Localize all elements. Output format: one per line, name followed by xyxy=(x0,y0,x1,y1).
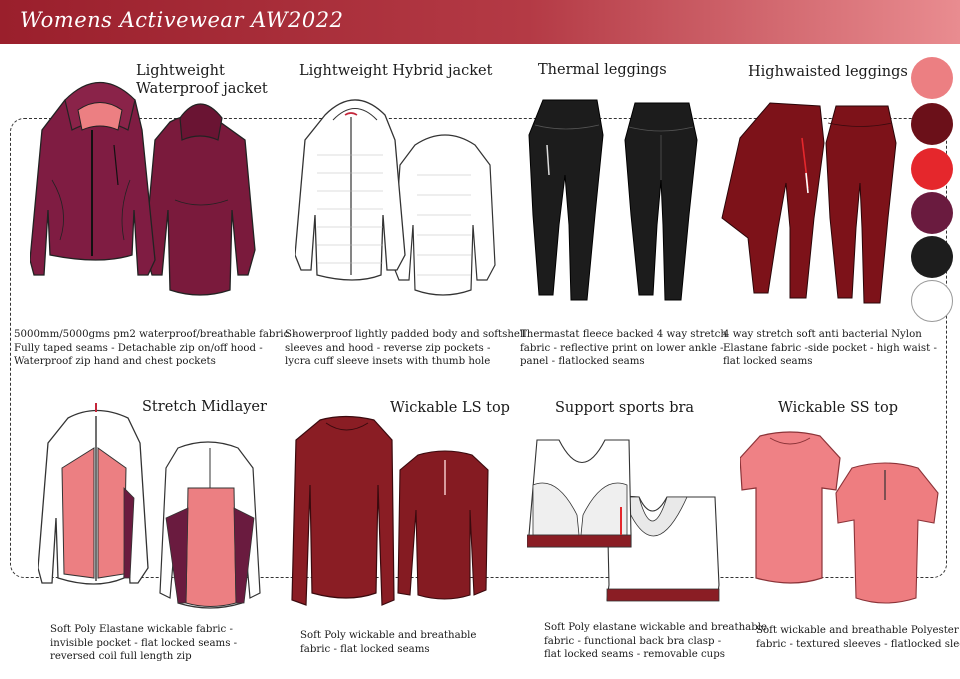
bra-front xyxy=(527,439,632,548)
waterproof-jacket-sketch xyxy=(30,60,270,320)
ss-back xyxy=(835,462,939,604)
title-wickable-ss-top: Wickable SS top xyxy=(778,400,899,416)
stretch-midlayer-sketch xyxy=(38,398,268,620)
swatch-burgundy xyxy=(911,103,953,145)
jacket-back xyxy=(144,103,256,296)
highwaisted-front xyxy=(721,102,825,299)
title-hybrid-jacket: Lightweight Hybrid jacket xyxy=(299,63,493,79)
bra-back xyxy=(606,494,720,602)
swatch-white xyxy=(911,280,953,322)
desc-waterproof-jacket: 5000mm/5000gms pm2 waterproof/breathable… xyxy=(14,329,296,367)
hybrid-jacket-sketch xyxy=(295,85,505,320)
jacket-front xyxy=(30,81,156,276)
wickable-ls-top-sketch xyxy=(290,415,490,620)
ls-back xyxy=(397,450,489,600)
page-header: Womens Activewear AW2022 xyxy=(0,0,960,44)
hybrid-front xyxy=(295,99,406,281)
title-highwaisted-leggings: Highwaisted leggings xyxy=(748,64,908,80)
highwaisted-leggings-sketch xyxy=(720,98,905,308)
ls-front xyxy=(291,415,395,606)
midlayer-front xyxy=(38,403,149,585)
highwaisted-back xyxy=(825,105,897,304)
page-title: Womens Activewear AW2022 xyxy=(20,8,344,32)
swatch-plum xyxy=(911,192,953,234)
swatch-black xyxy=(911,236,953,278)
sports-bra-sketch xyxy=(527,435,722,610)
ss-front xyxy=(740,431,841,584)
title-wickable-ls-top: Wickable LS top xyxy=(390,400,510,416)
title-waterproof-jacket: Lightweight Waterproof jacket xyxy=(136,63,268,97)
desc-sports-bra: Soft Poly elastane wickable and breathab… xyxy=(544,622,768,660)
title-sports-bra: Support sports bra xyxy=(555,400,695,416)
title-thermal-leggings: Thermal leggings xyxy=(538,62,667,78)
desc-stretch-midlayer: Soft Poly Elastane wickable fabric -invi… xyxy=(50,624,238,662)
wickable-ss-top-sketch xyxy=(740,428,940,613)
swatch-coral xyxy=(911,57,953,99)
hybrid-back xyxy=(392,134,496,296)
title-stretch-midlayer: Stretch Midlayer xyxy=(142,399,267,415)
desc-hybrid-jacket: Showerproof lightly padded body and soft… xyxy=(285,329,527,367)
swatch-red xyxy=(911,148,953,190)
thermal-back xyxy=(624,102,698,301)
thermal-front xyxy=(528,99,604,301)
midlayer-back xyxy=(159,441,261,609)
thermal-leggings-sketch xyxy=(525,95,710,310)
